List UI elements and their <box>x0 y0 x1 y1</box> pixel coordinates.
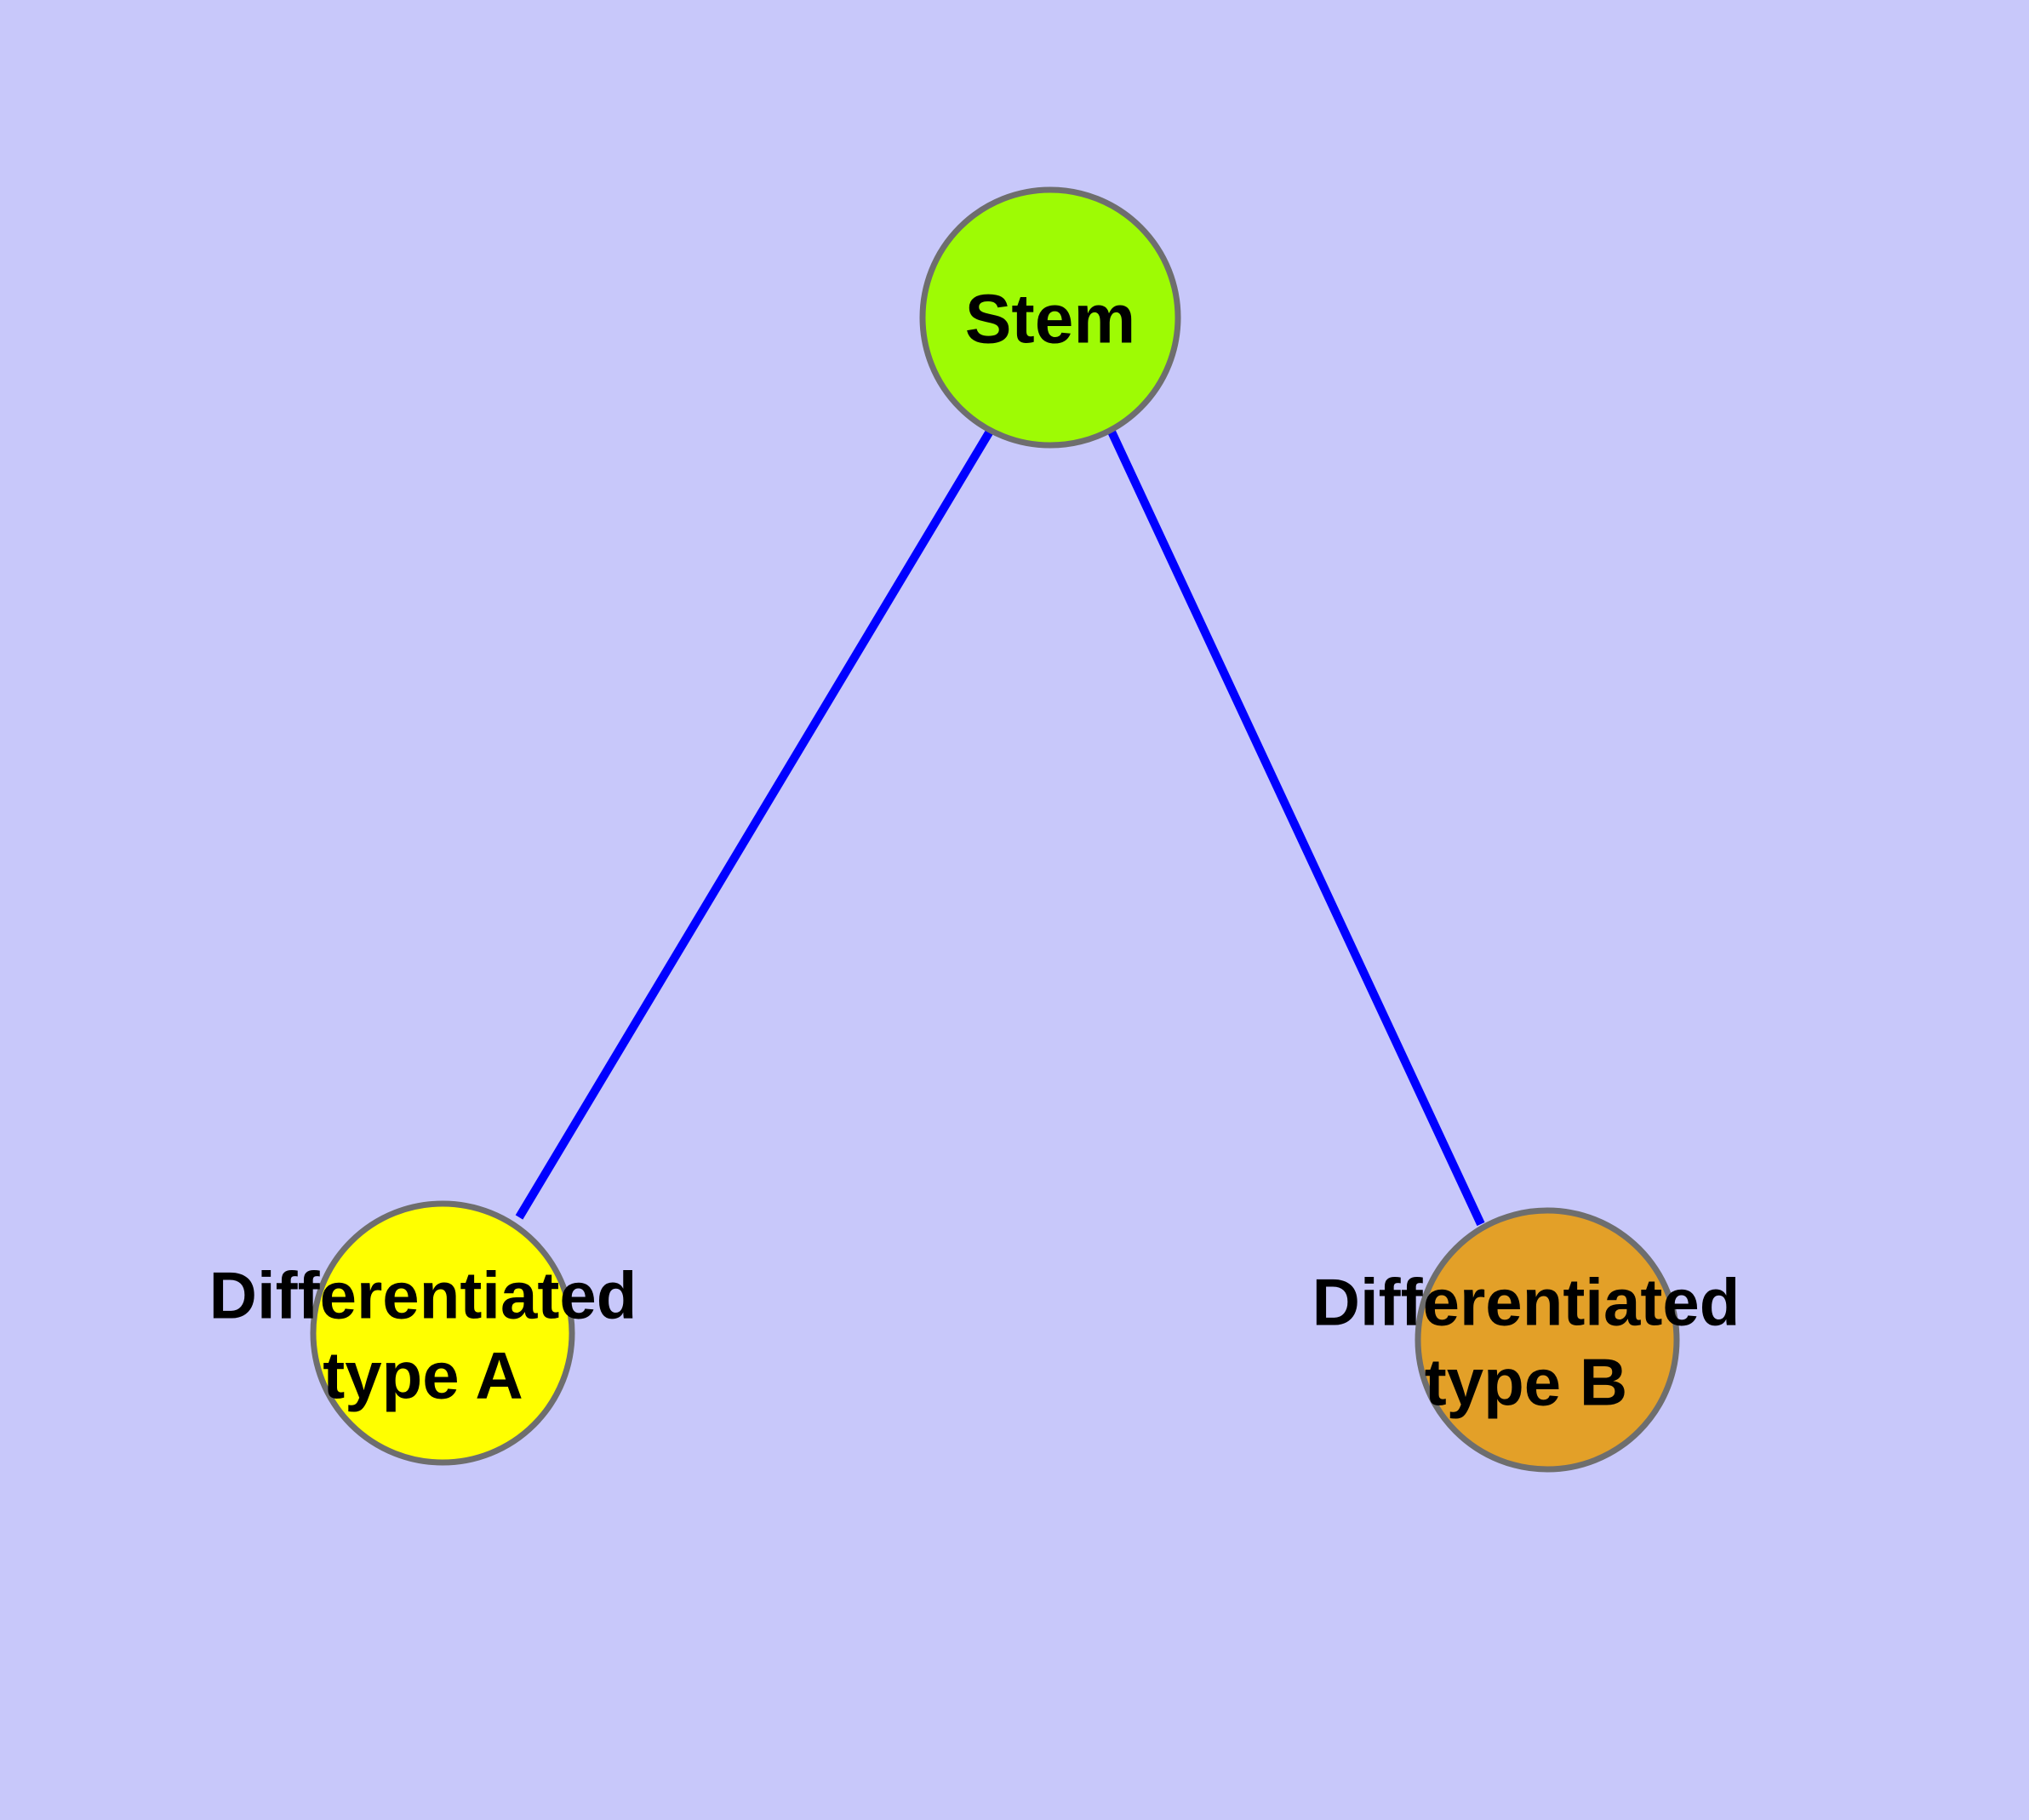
node-differentiated-type-b[interactable]: Differentiated type B <box>1312 1207 1740 1473</box>
edge-stem-to-differentiated-type-a[interactable] <box>515 427 995 1220</box>
node-differentiated-type-a-label-line1: Differentiated <box>209 1258 637 1333</box>
node-differentiated-type-b-label-line1: Differentiated <box>1312 1265 1740 1340</box>
node-differentiated-type-b-label-line2: type B <box>1425 1345 1627 1420</box>
edge-stem-to-differentiated-type-b[interactable] <box>1107 429 1485 1227</box>
nodes-layer: Stem Differentiated type A Differentiate… <box>209 186 1740 1473</box>
edges-layer <box>515 427 1485 1227</box>
node-differentiated-type-a-label-line2: type A <box>323 1338 523 1413</box>
node-stem-label: Stem <box>965 281 1136 358</box>
node-differentiated-type-a-circle[interactable] <box>310 1200 575 1466</box>
node-stem-circle[interactable] <box>919 186 1181 449</box>
node-differentiated-type-b-circle[interactable] <box>1415 1207 1680 1473</box>
node-differentiated-type-a[interactable]: Differentiated type A <box>209 1200 637 1466</box>
node-stem[interactable]: Stem <box>919 186 1181 449</box>
